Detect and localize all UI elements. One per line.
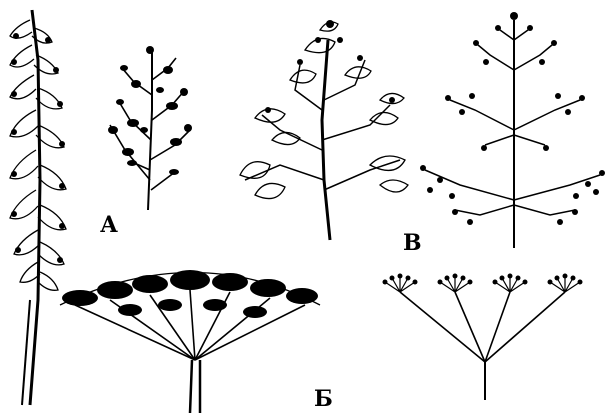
compound-umbel-drawing-b xyxy=(60,270,320,413)
panicle-drawing xyxy=(10,10,66,405)
raceme-drawing-a xyxy=(108,46,192,210)
label-a: А xyxy=(100,212,118,238)
label-b: Б xyxy=(314,386,333,412)
leafy-panicle-drawing xyxy=(240,20,408,240)
compound-raceme-drawing xyxy=(420,12,605,248)
label-v: В xyxy=(403,230,422,256)
simple-umbel-drawing xyxy=(383,274,583,401)
